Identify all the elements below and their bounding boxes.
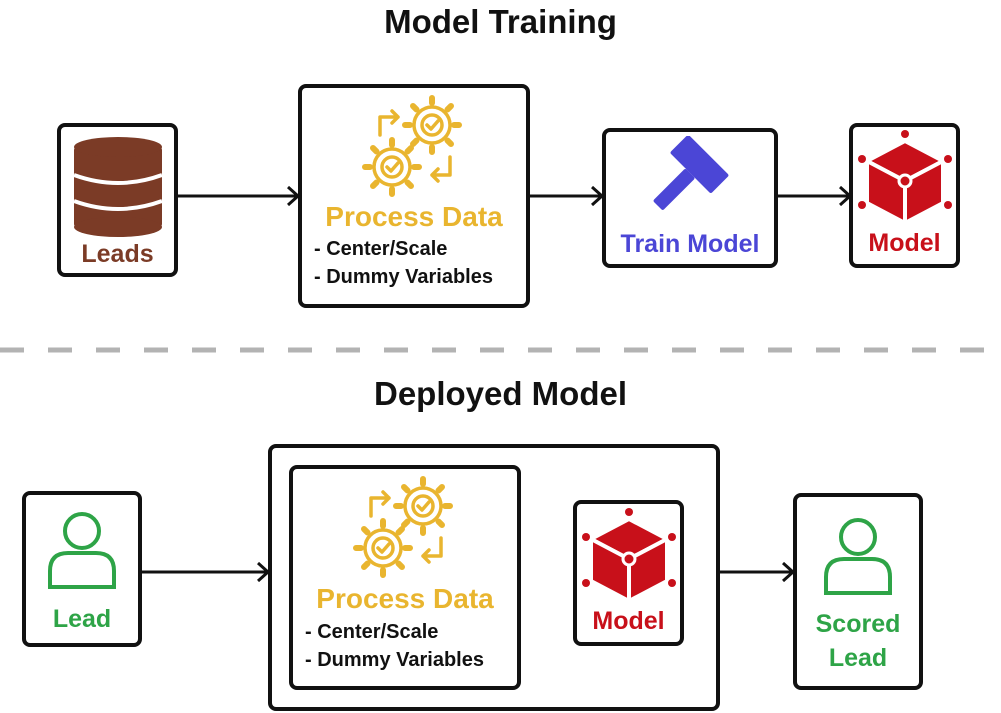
process-data-box-bottom: Process Data - Center/Scale - Dummy Vari… [289,465,521,690]
process-item-dummy-vars-top: - Dummy Variables [314,266,493,288]
person-icon [824,518,892,595]
process-item-center-scale-top: - Center/Scale [314,238,448,260]
model-cube-icon-top [858,130,952,225]
scored-lead-label-line1: Scored [815,610,901,638]
train-model-box: Train Model [602,128,778,268]
deployed-model-title: Deployed Model [373,375,628,412]
scored-lead-label-line2: Lead [828,644,888,672]
process-gears-icon [362,95,462,197]
process-data-box-top: Process Data - Center/Scale - Dummy Vari… [298,84,530,308]
lead-label: Lead [52,605,112,633]
model-cube-icon-bottom [582,508,676,603]
process-data-title-top: Process Data [325,201,503,232]
process-item-center-scale-bottom: - Center/Scale [305,621,439,643]
leads-box: Leads [57,123,178,277]
process-data-title-bottom: Process Data [316,583,494,614]
person-icon [48,512,116,589]
leads-label: Leads [81,240,154,268]
model-box-top: Model [849,123,960,268]
model-training-title: Model Training [384,3,617,40]
process-item-dummy-vars-bottom: - Dummy Variables [305,649,484,671]
process-gears-icon [353,476,453,578]
database-icon [73,137,163,237]
model-label-top: Model [868,229,941,257]
model-label-bottom: Model [592,607,665,635]
train-model-label: Train Model [620,230,760,258]
hammer-icon [653,136,729,210]
scored-lead-box: Scored Lead [793,493,923,690]
model-box-bottom: Model [573,500,684,646]
lead-box: Lead [22,491,142,647]
